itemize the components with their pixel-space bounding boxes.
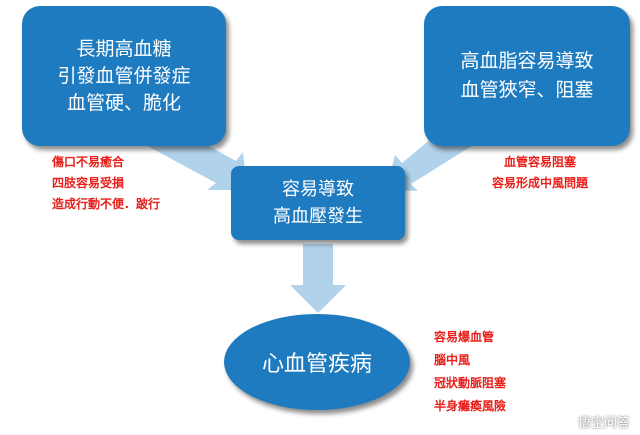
box-text: 高血壓發生	[273, 206, 363, 227]
watermark-text: 悟空问答	[577, 416, 630, 431]
box-text: 高血脂容易導致	[460, 50, 594, 72]
cardiovascular-disease-ellipse: 心血管疾病	[224, 314, 410, 410]
bottom-notes: 容易爆血管 腦中風 冠狀動脈阻塞 半身癱瘓風險	[434, 326, 506, 418]
box-text: 引發血管併發症	[57, 64, 191, 87]
box-text: 血管狹窄、阻塞	[460, 79, 594, 101]
box-text: 血管硬、脆化	[66, 91, 181, 114]
note-item: 血管容易阻塞	[503, 155, 576, 169]
note-item: 造成行動不便．跛行	[52, 197, 161, 211]
note-item: 傷口不易癒合	[52, 155, 125, 169]
box-text: 容易導致	[282, 179, 354, 200]
box-text: 心血管疾病	[261, 352, 372, 377]
high-blood-pressure-box: 容易導致 高血壓發生	[231, 166, 405, 240]
left-notes: 傷口不易癒合 四肢容易受損 造成行動不便．跛行	[52, 152, 160, 215]
note-item: 腦中風	[434, 353, 471, 367]
note-item: 冠狀動脈阻塞	[434, 376, 507, 390]
watermark: 悟空问答	[557, 412, 630, 431]
high-blood-sugar-box: 長期高血糖 引發血管併發症 血管硬、脆化	[22, 6, 226, 146]
note-item: 容易形成中風問題	[491, 176, 588, 190]
note-item: 容易爆血管	[434, 330, 495, 344]
box-text: 長期高血糖	[76, 37, 172, 60]
right-notes: 血管容易阻塞 容易形成中風問題	[460, 152, 620, 194]
high-blood-lipid-box: 高血脂容易導致 血管狹窄、阻塞	[424, 6, 630, 146]
watermark-logo-icon	[557, 413, 574, 430]
note-item: 四肢容易受損	[52, 176, 125, 190]
arrow-center-to-bottom	[290, 244, 346, 313]
note-item: 半身癱瘓風險	[434, 399, 507, 413]
